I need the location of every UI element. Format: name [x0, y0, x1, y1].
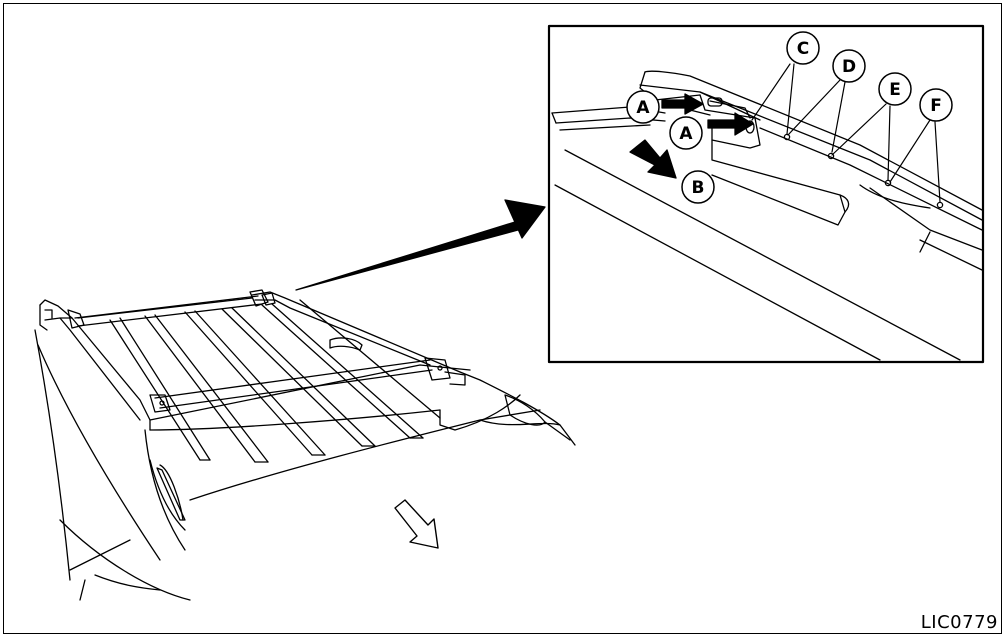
svg-text:B: B — [692, 178, 705, 198]
callout-c: C — [786, 31, 820, 65]
svg-text:A: A — [679, 124, 693, 144]
detail-direction-arrows — [629, 93, 754, 179]
svg-text:A: A — [636, 98, 650, 118]
forward-direction-arrow — [394, 499, 439, 549]
callout-a-upper: A — [626, 90, 660, 124]
callout-b: B — [681, 170, 715, 204]
detail-inset-frame — [547, 24, 985, 364]
callout-d: D — [832, 49, 866, 83]
crossbars — [67, 289, 466, 413]
callout-f: F — [919, 88, 953, 122]
detail-pointer-arrow — [295, 199, 546, 291]
svg-text:D: D — [842, 57, 856, 77]
figure-code: LIC0779 — [920, 612, 998, 633]
vehicle-roof-illustration — [34, 291, 576, 601]
callout-e: E — [878, 72, 912, 106]
callout-leader-lines — [751, 63, 941, 203]
callout-a-lower: A — [669, 116, 703, 150]
svg-text:C: C — [797, 39, 809, 59]
callouts: A A B C D E F — [626, 31, 953, 204]
svg-text:E: E — [889, 80, 901, 100]
svg-text:F: F — [930, 96, 942, 116]
